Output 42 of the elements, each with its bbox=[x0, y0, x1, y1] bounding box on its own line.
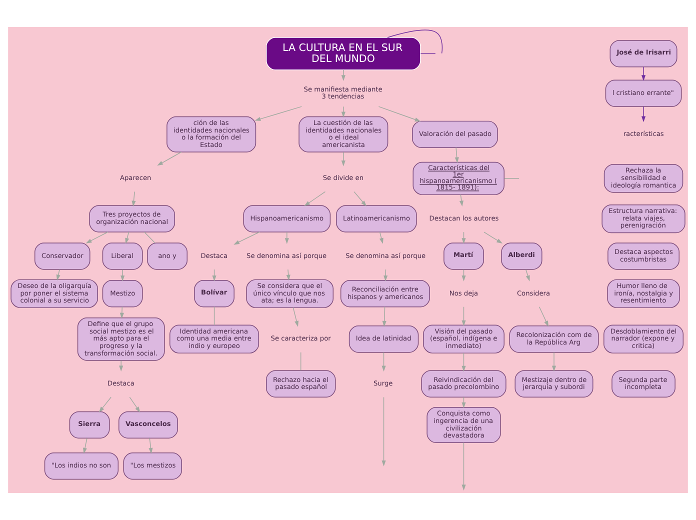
arrow bbox=[82, 438, 88, 454]
arrow bbox=[86, 232, 108, 244]
arrow bbox=[462, 306, 466, 326]
connector bbox=[144, 232, 156, 244]
arrow bbox=[125, 232, 130, 244]
connector bbox=[300, 352, 302, 371]
arrow bbox=[484, 232, 502, 244]
arrow bbox=[641, 66, 646, 82]
arrow bbox=[119, 360, 124, 372]
arrow bbox=[341, 106, 346, 118]
connector bbox=[420, 53, 436, 54]
arrow bbox=[378, 106, 421, 122]
arrow bbox=[382, 396, 386, 466]
arrow bbox=[382, 306, 386, 327]
arrow bbox=[538, 306, 549, 327]
arrow bbox=[379, 232, 384, 244]
arrow bbox=[98, 396, 112, 413]
connector bbox=[214, 306, 215, 326]
arrow bbox=[56, 269, 60, 281]
connector bbox=[504, 178, 520, 179]
arrow bbox=[254, 106, 302, 121]
arrow bbox=[292, 307, 299, 327]
arrow bbox=[304, 191, 326, 206]
arrow bbox=[462, 352, 466, 372]
connector bbox=[387, 30, 443, 54]
arrow bbox=[157, 152, 182, 166]
arrow bbox=[148, 438, 153, 454]
arrow bbox=[525, 269, 530, 282]
arrow bbox=[641, 106, 646, 122]
arrow bbox=[129, 396, 140, 413]
arrow bbox=[354, 191, 367, 206]
arrow bbox=[120, 269, 125, 282]
arrow bbox=[454, 147, 459, 164]
arrow bbox=[341, 70, 346, 81]
arrow bbox=[234, 232, 260, 245]
arrow bbox=[341, 152, 346, 166]
arrow bbox=[284, 232, 289, 244]
node-box: LA CULTURA EN EL SUR DEL MUNDO bbox=[266, 37, 421, 70]
arrow bbox=[382, 352, 386, 372]
arrow bbox=[132, 191, 136, 207]
arrow bbox=[120, 306, 124, 319]
arrow bbox=[552, 352, 556, 372]
